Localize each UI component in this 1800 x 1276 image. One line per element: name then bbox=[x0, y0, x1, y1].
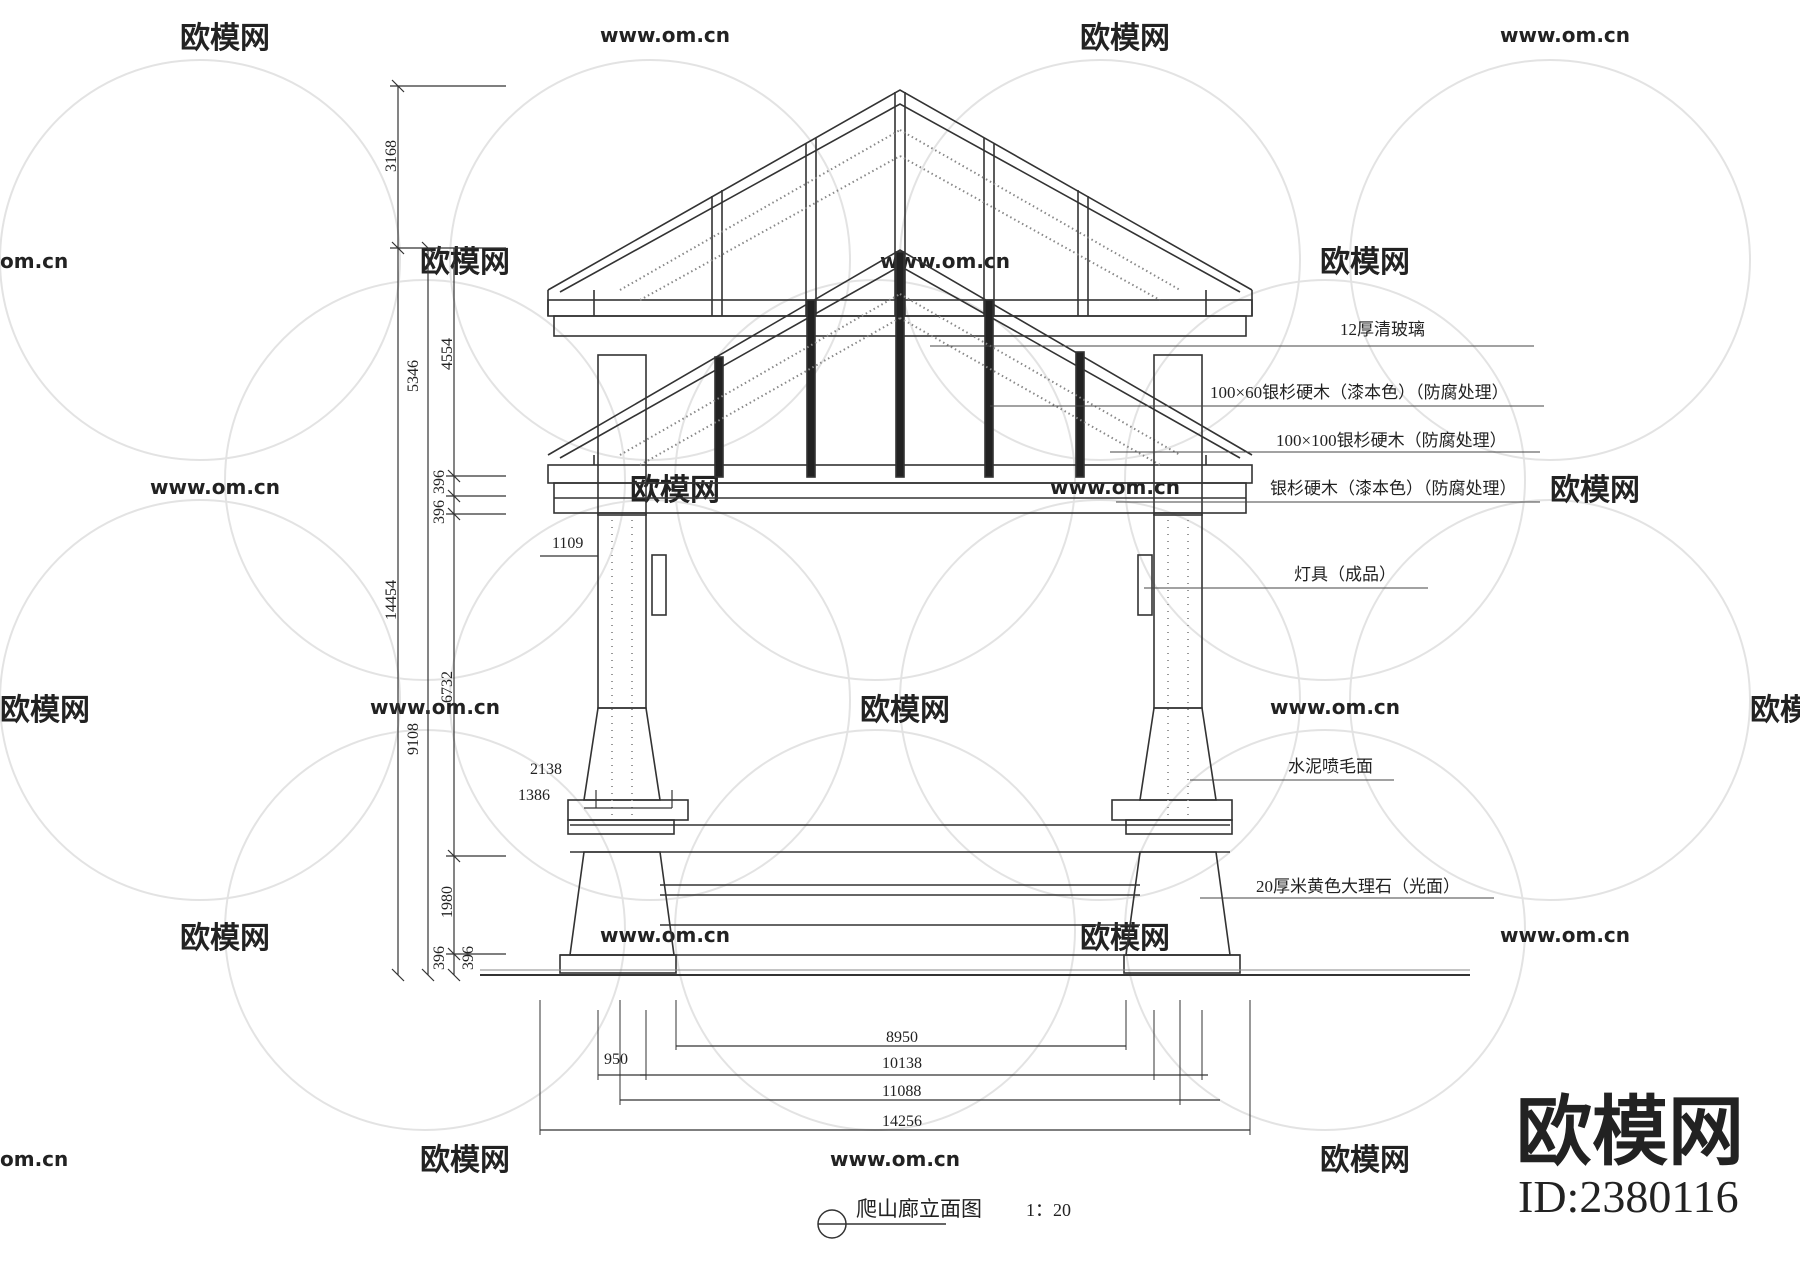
watermark-url: www.om.cn bbox=[1270, 695, 1400, 719]
watermark-url: www.om.cn bbox=[1500, 923, 1630, 947]
dim-950: 950 bbox=[604, 1051, 628, 1068]
drawing-title-block: 爬山廊立面图 1：20 bbox=[817, 1197, 1071, 1239]
brand-id: ID:2380116 bbox=[1518, 1171, 1739, 1222]
brand-logo: 欧模网 bbox=[1516, 1091, 1744, 1175]
dim-3168: 3168 bbox=[383, 140, 400, 172]
watermark-url: www.om.cn bbox=[600, 923, 730, 947]
watermark-logo: 欧模网 bbox=[630, 473, 720, 508]
watermark-logo: 欧模网 bbox=[1750, 693, 1800, 728]
watermark-url: www.om.cn bbox=[830, 1147, 960, 1171]
watermark-logo: 欧模网 bbox=[180, 921, 270, 956]
drawing-title: 爬山廊立面图 bbox=[856, 1197, 982, 1221]
annotation-marble: 20厚米黄色大理石（光面） bbox=[1256, 877, 1460, 896]
dim-396-c: 396 bbox=[460, 946, 477, 970]
watermark-url: www.om.cn bbox=[600, 23, 730, 47]
lower-roof bbox=[547, 249, 1253, 514]
watermark-logo: 欧模网 bbox=[1550, 473, 1640, 508]
brand-block: 欧模网 ID:2380116 bbox=[1516, 1091, 1744, 1222]
annotation-light: 灯具（成品） bbox=[1294, 565, 1396, 584]
watermark-logo: 欧模网 bbox=[420, 1143, 510, 1178]
watermark-url: www.om.cn bbox=[150, 475, 280, 499]
dim-1386: 1386 bbox=[518, 787, 550, 804]
dim-4554: 4554 bbox=[439, 338, 456, 370]
watermark-logo: 欧模网 bbox=[860, 693, 950, 728]
watermark-url: www.om.cn bbox=[370, 695, 500, 719]
column-texture bbox=[611, 520, 1189, 820]
dim-2138: 2138 bbox=[530, 761, 562, 778]
watermark-logo: 欧模网 bbox=[0, 693, 90, 728]
annotation-cedar: 银杉硬木（漆本色）（防腐处理） bbox=[1270, 479, 1517, 498]
annotation-cedar-100x60: 100×60银杉硬木（漆本色）（防腐处理） bbox=[1210, 383, 1509, 402]
dim-396-a: 396 bbox=[431, 470, 448, 494]
dim-11088: 11088 bbox=[882, 1083, 921, 1100]
dimension-lines bbox=[390, 79, 1251, 1135]
dim-9108: 9108 bbox=[405, 723, 422, 755]
annotation-leaders bbox=[930, 345, 1544, 899]
watermark-logo: 欧模网 bbox=[180, 21, 270, 56]
dim-1109: 1109 bbox=[552, 535, 583, 552]
annotation-cedar-100x100: 100×100银杉硬木（防腐处理） bbox=[1276, 431, 1507, 450]
watermark-url: www.om.cn bbox=[1500, 23, 1630, 47]
watermark-logo: 欧模网 bbox=[1320, 245, 1410, 280]
left-column bbox=[559, 354, 689, 974]
watermark-layer: 欧模网 欧模网 欧模网 欧模网 欧模网 欧模网 欧模网 欧模网 欧模网 欧模网 … bbox=[0, 21, 1800, 1178]
dim-1980: 1980 bbox=[439, 886, 456, 918]
annotation-texts: 12厚清玻璃 100×60银杉硬木（漆本色）（防腐处理） 100×100银杉硬木… bbox=[1210, 320, 1517, 896]
dim-6732: 6732 bbox=[439, 671, 456, 703]
watermark-logo: 欧模网 bbox=[1080, 921, 1170, 956]
dim-396-b: 396 bbox=[431, 500, 448, 524]
dim-8950: 8950 bbox=[886, 1029, 918, 1046]
watermark-url-layer: www.om.cn www.om.cn om.cn www.om.cn www.… bbox=[0, 23, 1630, 1171]
dim-14256: 14256 bbox=[882, 1113, 922, 1130]
dimension-texts: 3168 5346 14454 9108 396 4554 396 396 67… bbox=[383, 140, 922, 1130]
dim-14454: 14454 bbox=[383, 580, 400, 620]
railing bbox=[560, 824, 1240, 956]
pavilion-structure bbox=[480, 89, 1470, 976]
watermark-arcs bbox=[0, 59, 1751, 1131]
dim-10138: 10138 bbox=[882, 1055, 922, 1072]
watermark-logo: 欧模网 bbox=[1080, 21, 1170, 56]
watermark-url: om.cn bbox=[0, 249, 68, 273]
drawing-scale: 1：20 bbox=[1026, 1200, 1071, 1220]
dim-5346: 5346 bbox=[405, 360, 422, 392]
annotation-glass: 12厚清玻璃 bbox=[1340, 320, 1425, 339]
dim-396-bottom-outer: 396 bbox=[431, 946, 448, 970]
watermark-url: www.om.cn bbox=[1050, 475, 1180, 499]
watermark-logo: 欧模网 bbox=[1320, 1143, 1410, 1178]
annotation-cement: 水泥喷毛面 bbox=[1288, 757, 1373, 776]
watermark-url: om.cn bbox=[0, 1147, 68, 1171]
watermark-logo: 欧模网 bbox=[420, 245, 510, 280]
